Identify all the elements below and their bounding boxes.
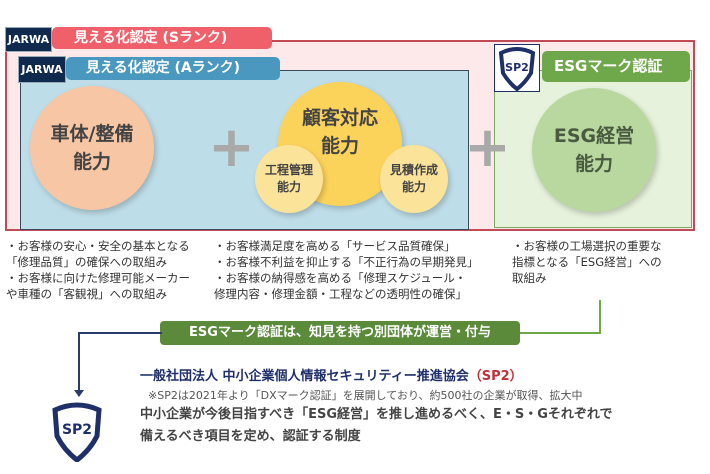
org-name: 一般社団法人 中小企業個人情報セキュリティー推進協会（SP2）: [140, 365, 523, 384]
circle-text: ESG経営: [553, 125, 635, 147]
description-line: 中小企業が今後目指すべき「ESG経営」を推し進めるべく、E・S・Gそれぞれで: [140, 407, 613, 422]
circle-text: 顧客対応: [301, 107, 378, 129]
bullet-line: 取組み: [512, 271, 547, 285]
bullet-line: ・お客様の工場選択の重要な: [512, 239, 662, 253]
circle-text: 能力: [574, 153, 613, 175]
estimate-circle: 見積作成能力: [380, 145, 448, 213]
plus-icon: +: [464, 115, 511, 180]
svg-text:SP2: SP2: [505, 61, 529, 74]
body-repair-circle: 車体/整備能力: [30, 86, 154, 210]
circle-text: 能力: [72, 151, 111, 173]
org-note: ※SP2は2021年より「DXマーク認証」を展開しており、約500社の企業が取得…: [148, 389, 583, 402]
connector-line: [518, 332, 601, 334]
sp2-logo-icon: SP2: [50, 400, 104, 466]
arrow-down-icon: [74, 390, 84, 397]
org-abbr: （SP2）: [468, 369, 523, 384]
org-name-text: 一般社団法人 中小企業個人情報セキュリティー推進協会: [140, 369, 469, 384]
esg-mark-label: ESGマーク認証: [542, 51, 690, 82]
sp2-logo-icon: SP2: [494, 44, 540, 92]
bullet-line: や車種の「客観視」への取組み: [6, 287, 167, 301]
bullet-line: 「修理品質」の確保への取組み: [6, 255, 167, 269]
esg-operation-banner: ESGマーク認証は、知見を持つ別団体が運営・付与: [160, 321, 520, 345]
circle-text: 車体/整備: [50, 123, 134, 145]
svg-text:SP2: SP2: [62, 422, 92, 438]
bullet-line: ・お客様満足度を高める「サービス品質確保」: [214, 239, 456, 253]
jarwa-logo: JARWA: [18, 56, 66, 83]
circle-text: 能力: [320, 135, 359, 157]
connector-line: [78, 332, 162, 334]
bullet-line: ・お客様の安心・安全の基本となる: [6, 239, 190, 253]
jarwa-logo: JARWA: [5, 27, 52, 52]
s-rank-label: 見える化認定 (Sランク): [52, 27, 272, 49]
plus-icon: +: [208, 115, 255, 180]
bullets-esg: ・お客様の工場選択の重要な指標となる「ESG経営」への取組み: [512, 238, 662, 286]
bullet-line: ・お客様不利益を抑止する「不正行為の早期発見」: [214, 255, 479, 269]
bullet-line: 修理内容・修理金額・工程などの透明性の確保」: [214, 287, 467, 301]
circle-text: 見積作成: [389, 163, 438, 177]
circle-text: 工程管理: [264, 163, 313, 177]
bullet-line: ・お客様に向けた修理可能メーカー: [6, 271, 190, 285]
bullets-customer: ・お客様満足度を高める「サービス品質確保」・お客様不利益を抑止する「不正行為の早…: [214, 238, 479, 302]
circle-text: 能力: [401, 180, 426, 194]
bullet-line: 指標となる「ESG経営」への: [512, 255, 662, 269]
org-description: 中小企業が今後目指すべき「ESG経営」を推し進めるべく、E・S・Gそれぞれで備え…: [140, 404, 613, 448]
circle-text: 能力: [276, 180, 301, 194]
connector-line: [599, 300, 601, 334]
description-line: 備えるべき項目を定め、認証する制度: [140, 429, 361, 444]
connector-line: [78, 332, 80, 392]
a-rank-label: 見える化認定 (Aランク): [66, 57, 280, 80]
bullet-line: ・お客様の納得感を高める「修理スケジュール・: [214, 271, 467, 285]
process-circle: 工程管理能力: [255, 145, 323, 213]
bullets-body-repair: ・お客様の安心・安全の基本となる「修理品質」の確保への取組み・お客様に向けた修理…: [6, 238, 190, 302]
esg-circle: ESG経営能力: [532, 88, 656, 212]
